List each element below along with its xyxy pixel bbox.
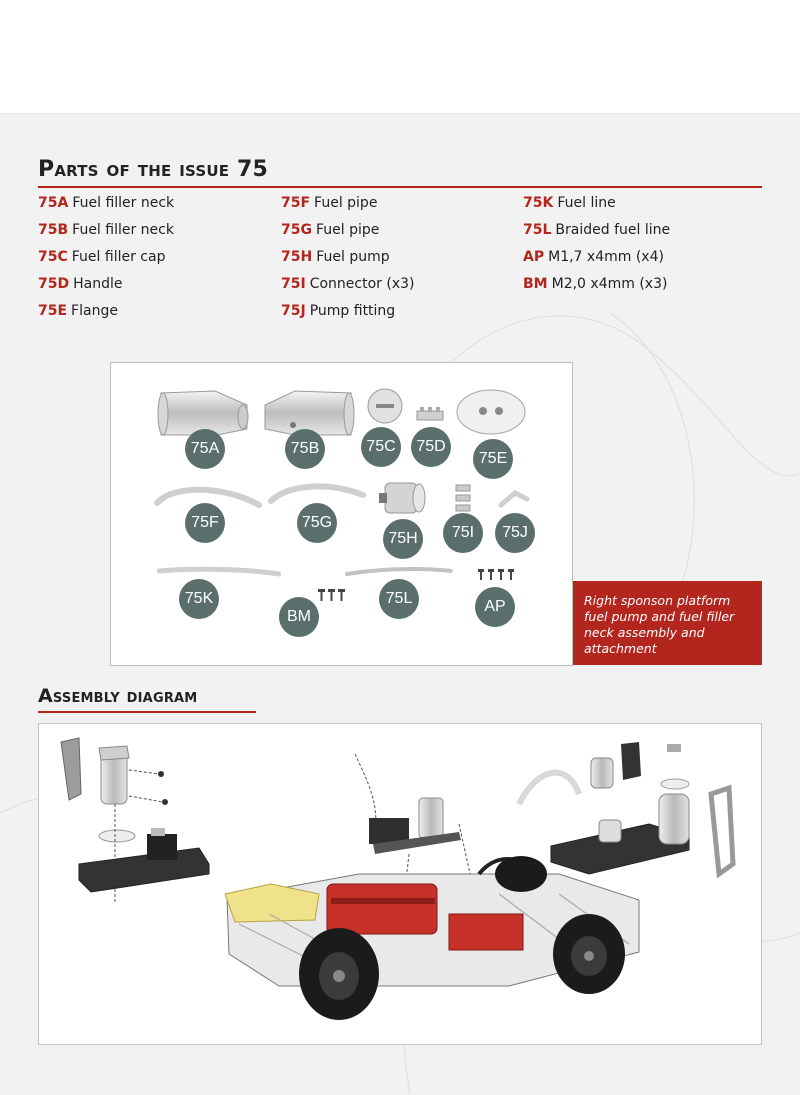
- bm-screws-image: [318, 589, 345, 601]
- parts-photo-panel: 75A 75B 75C 75D 75E 75F 75G 75H 75I 75J …: [110, 362, 573, 666]
- flange-image: [456, 389, 526, 435]
- part-label: Flange: [71, 303, 118, 319]
- fuel-pump-image: [379, 482, 426, 514]
- part-code: 75D: [38, 276, 70, 292]
- ap-screws-image: [478, 569, 514, 580]
- part-code: 75A: [38, 195, 69, 211]
- part-code: 75E: [38, 303, 68, 319]
- right-exploded-view: [516, 742, 736, 879]
- part-badge-bm: BM: [279, 597, 319, 637]
- part-label: Fuel pump: [316, 249, 390, 265]
- part-label: Fuel filler neck: [72, 195, 175, 211]
- part-badge-75g: 75G: [297, 503, 337, 543]
- part-badge-75d: 75D: [411, 427, 451, 467]
- part-code: 75B: [38, 222, 69, 238]
- fuel-pipe-f-image: [154, 486, 262, 508]
- part-label: Fuel pipe: [315, 222, 380, 238]
- braided-fuel-line-image: [345, 567, 453, 576]
- part-badge-75i: 75I: [443, 513, 483, 553]
- fuel-filler-cap-image: [367, 388, 403, 424]
- part-code: BM: [523, 276, 548, 292]
- part-code: 75I: [281, 276, 306, 292]
- part-label: Fuel filler cap: [71, 249, 166, 265]
- fuel-filler-neck-b-image: [264, 390, 355, 436]
- handle-image: [416, 407, 444, 421]
- center-exploded-view: [354, 753, 480, 945]
- part-badge-75h: 75H: [383, 519, 423, 559]
- part-badge-75c: 75C: [361, 427, 401, 467]
- connector-image: [455, 484, 471, 512]
- fuel-line-image: [157, 566, 281, 577]
- parts-section-title: Parts of the issue 75: [38, 157, 269, 182]
- part-code: 75J: [281, 303, 306, 319]
- part-badge-75f: 75F: [185, 503, 225, 543]
- part-code: 75L: [523, 222, 552, 238]
- part-badge-75a: 75A: [185, 429, 225, 469]
- part-code: 75K: [523, 195, 554, 211]
- part-label: Handle: [73, 276, 123, 292]
- part-badge-ap: AP: [475, 587, 515, 627]
- part-badge-75b: 75B: [285, 429, 325, 469]
- part-label: M1,7 x4mm (x4): [548, 249, 664, 265]
- part-label: Pump fitting: [309, 303, 396, 319]
- part-label: Fuel filler neck: [72, 222, 174, 238]
- part-label: Fuel pipe: [314, 195, 378, 211]
- part-label: Connector (x3): [309, 276, 415, 292]
- part-badge-75l: 75L: [379, 579, 419, 619]
- part-code: 75H: [281, 249, 313, 265]
- pump-fitting-image: [498, 490, 530, 508]
- part-code: 75C: [38, 249, 68, 265]
- part-badge-75k: 75K: [179, 579, 219, 619]
- part-code: AP: [523, 249, 545, 265]
- part-label: M2,0 x4mm (x3): [551, 276, 668, 292]
- assembly-diagram-illustration: [60, 737, 736, 1020]
- left-exploded-view: [60, 737, 210, 904]
- fuel-filler-neck-a-image: [157, 390, 249, 436]
- assembly-section-title: Assembly diagram: [38, 685, 198, 707]
- part-code: 75G: [281, 222, 312, 238]
- parts-title-rule: [38, 186, 762, 188]
- fuel-pipe-g-image: [268, 483, 366, 504]
- assembly-diagram-panel: [38, 723, 762, 1045]
- part-code: 75F: [281, 195, 311, 211]
- part-label: Fuel line: [557, 195, 616, 211]
- car-wheels: [299, 856, 625, 1020]
- callout-box: Right sponson platform fuel pump and fue…: [573, 581, 762, 665]
- part-badge-75j: 75J: [495, 513, 535, 553]
- assembly-title-rule: [38, 711, 256, 713]
- part-label: Braided fuel line: [555, 222, 671, 238]
- part-badge-75e: 75E: [473, 439, 513, 479]
